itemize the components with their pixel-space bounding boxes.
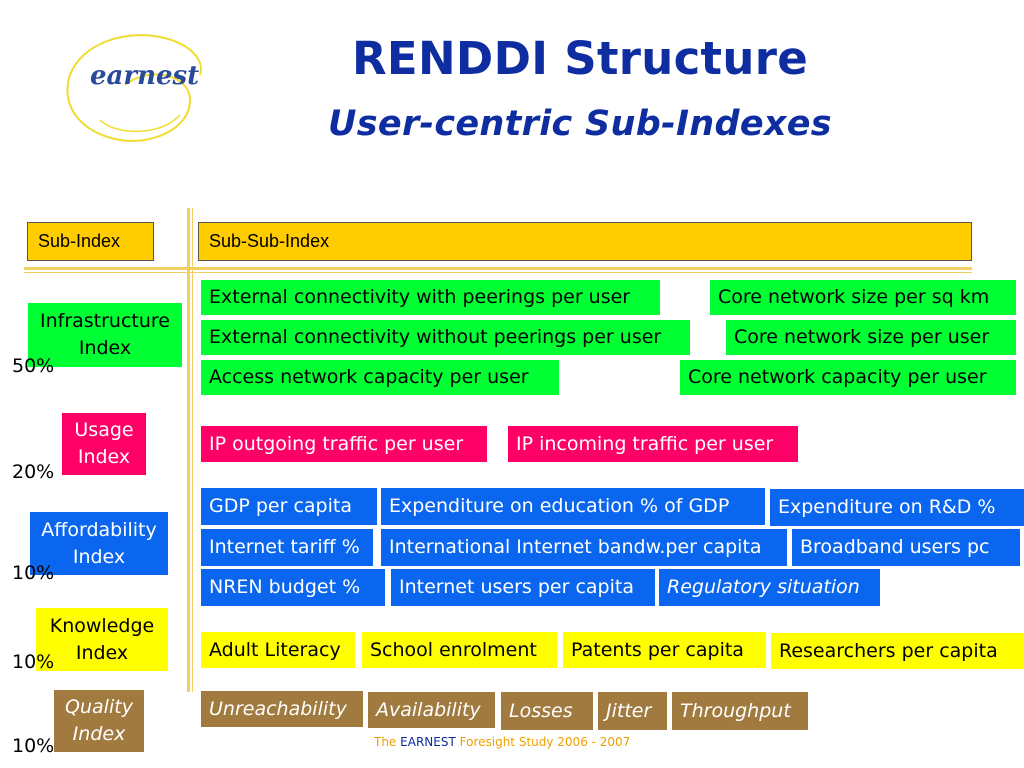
usage-item: IP incoming traffic per user [508, 426, 798, 462]
afford-item-regulatory: Regulatory situation [659, 569, 880, 606]
usage-item: IP outgoing traffic per user [201, 426, 487, 462]
usage-weight: 20% [12, 461, 55, 483]
affordability-index-label: Affordability Index [30, 512, 168, 575]
infra-item: Access network capacity per user [201, 360, 559, 395]
footer: The EARNEST Foresight Study 2006 - 2007 [374, 735, 630, 749]
horizontal-divider-thin [24, 272, 972, 273]
quality-weight: 10% [12, 735, 55, 757]
usage-label-line2: Index [77, 446, 131, 468]
afford-item: Expenditure on R&D % [770, 489, 1024, 526]
knowledge-label-line1: Knowledge [49, 614, 155, 637]
infrastructure-label-line2: Index [78, 337, 132, 359]
quality-index-label: Quality Index [54, 690, 144, 752]
infra-item: Core network size per user [726, 320, 1016, 355]
afford-item: Broadband users pc [792, 529, 1020, 566]
affordability-label-line2: Index [72, 545, 126, 568]
usage-index-label: Usage Index [62, 413, 146, 475]
affordability-label-line1: Affordability [41, 518, 157, 541]
quality-item: Losses [501, 692, 593, 730]
quality-item: Unreachability [201, 691, 363, 727]
spiral-icon [66, 34, 202, 142]
infra-item: Core network size per sq km [710, 280, 1016, 315]
header-sub-index: Sub-Index [27, 222, 154, 261]
footer-part3: Foresight Study 2006 - 2007 [459, 735, 631, 749]
afford-item: Internet users per capita [391, 569, 655, 606]
quality-item: Availability [368, 692, 495, 728]
quality-label-line2: Index [72, 723, 126, 745]
footer-part2: EARNEST [400, 735, 456, 749]
knowledge-index-label: Knowledge Index [36, 608, 168, 671]
infra-item: External connectivity with peerings per … [201, 280, 660, 315]
afford-item: NREN budget % [201, 569, 385, 606]
usage-label-line1: Usage [74, 419, 134, 441]
afford-item: International Internet bandw.per capita [381, 529, 787, 566]
affordability-weight: 10% [12, 562, 55, 584]
infrastructure-weight: 50% [12, 355, 55, 377]
infra-item: Core network capacity per user [680, 360, 1016, 395]
logo-text: earnest [90, 61, 200, 91]
horizontal-divider [24, 267, 972, 270]
infra-item: External connectivity without peerings p… [201, 320, 690, 355]
earnest-logo: earnest [40, 25, 210, 155]
quality-item: Throughput [672, 692, 808, 730]
knowledge-item: Patents per capita [563, 632, 766, 668]
header-sub-sub-index: Sub-Sub-Index [198, 222, 972, 261]
afford-item: GDP per capita [201, 488, 377, 525]
afford-item: Expenditure on education % of GDP [381, 488, 765, 525]
knowledge-item: Researchers per capita [771, 633, 1024, 669]
infrastructure-label-line1: Infrastructure [39, 310, 170, 332]
page-subtitle: User-centric Sub-Indexes [328, 104, 832, 144]
knowledge-item: School enrolment [362, 632, 557, 668]
quality-item: Jitter [598, 692, 667, 730]
knowledge-label-line2: Index [75, 641, 129, 664]
footer-part1: The [374, 735, 397, 749]
quality-label-line1: Quality [65, 696, 133, 718]
knowledge-item: Adult Literacy [201, 632, 355, 668]
vertical-divider-thin [192, 208, 193, 692]
vertical-divider [187, 208, 190, 692]
page-title: RENDDI Structure [351, 32, 809, 85]
knowledge-weight: 10% [12, 651, 55, 673]
infrastructure-index-label: Infrastructure Index [28, 303, 182, 367]
afford-item: Internet tariff % [201, 529, 373, 566]
